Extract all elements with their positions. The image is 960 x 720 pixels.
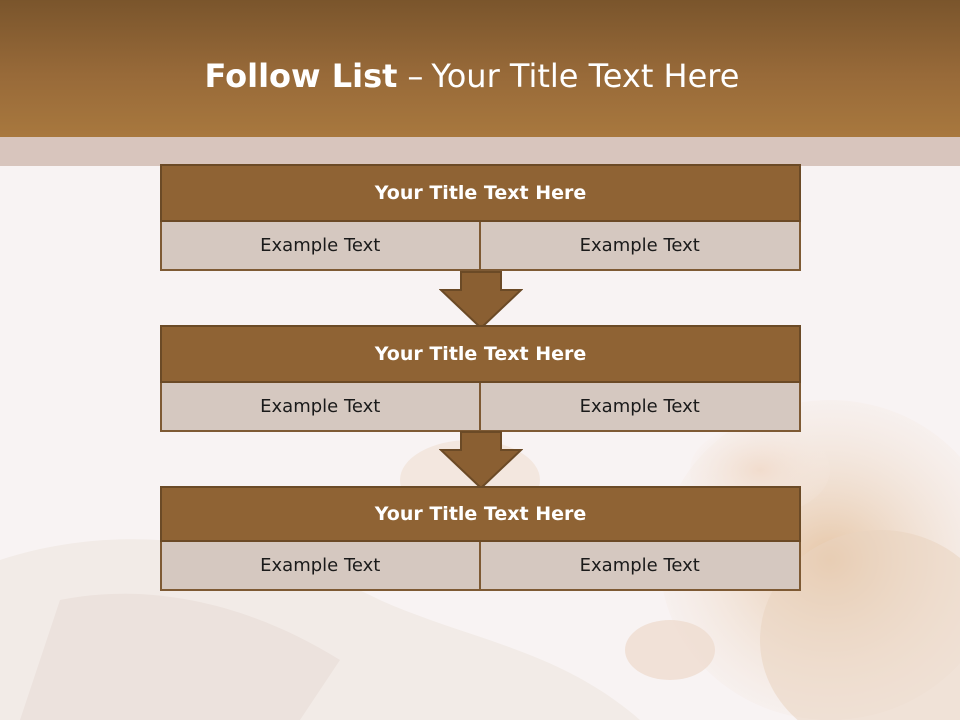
block-cell-left[interactable]: Example Text xyxy=(160,542,481,591)
title-dash: – xyxy=(407,57,424,95)
down-arrow-icon xyxy=(439,271,523,330)
down-arrow-icon xyxy=(439,431,523,490)
block-row: Example Text Example Text xyxy=(160,383,801,432)
block-title[interactable]: Your Title Text Here xyxy=(160,486,801,542)
follow-block-3[interactable]: Your Title Text Here Example Text Exampl… xyxy=(160,486,801,591)
block-cell-left[interactable]: Example Text xyxy=(160,222,481,271)
block-cell-right[interactable]: Example Text xyxy=(478,222,801,271)
follow-block-1[interactable]: Your Title Text Here Example Text Exampl… xyxy=(160,164,801,271)
block-title[interactable]: Your Title Text Here xyxy=(160,164,801,222)
block-cell-right[interactable]: Example Text xyxy=(478,542,801,591)
follow-block-2[interactable]: Your Title Text Here Example Text Exampl… xyxy=(160,325,801,432)
title-bold-part: Follow List xyxy=(204,57,398,95)
block-title[interactable]: Your Title Text Here xyxy=(160,325,801,383)
header-strip xyxy=(0,137,960,166)
title-subtitle-part: Your Title Text Here xyxy=(431,57,740,95)
block-row: Example Text Example Text xyxy=(160,542,801,591)
slide-title[interactable]: Follow List–Your Title Text Here xyxy=(0,52,944,100)
header-band xyxy=(0,0,960,137)
block-row: Example Text Example Text xyxy=(160,222,801,271)
block-cell-left[interactable]: Example Text xyxy=(160,383,481,432)
block-cell-right[interactable]: Example Text xyxy=(478,383,801,432)
